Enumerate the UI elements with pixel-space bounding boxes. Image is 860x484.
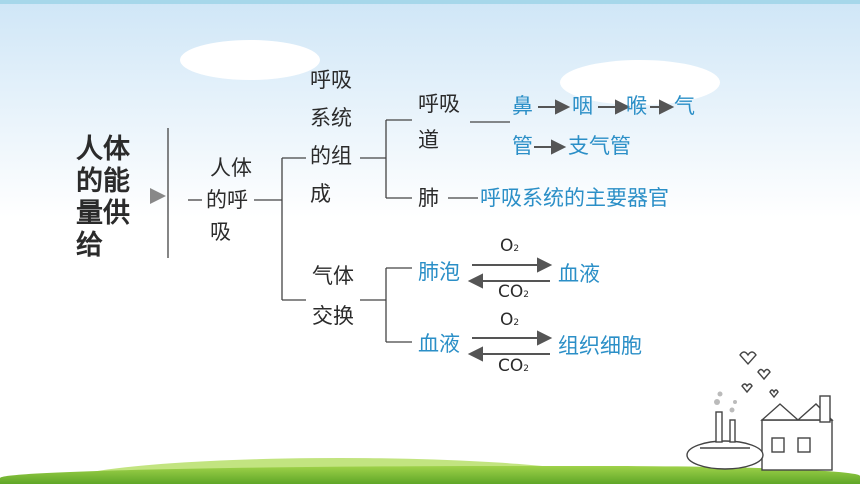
gas-subscript: 2 [523,290,529,300]
gas-label-bottom: CO2 [498,358,529,375]
gas-label-bottom: CO2 [498,284,529,301]
tract-line: 呼吸 [418,92,460,116]
gas-subscript: 2 [523,364,529,374]
grass-ground [0,466,860,484]
path-step: 喉 [626,94,647,118]
gas-subscript: 2 [513,244,520,254]
root-line: 量供 [76,198,130,229]
gas-symbol: CO [498,282,524,302]
gas-subscript: 2 [513,318,520,328]
respiration-line: 吸 [210,220,231,244]
path-step: 管 [512,134,533,158]
cloud [180,40,320,80]
gas-symbol: O [500,310,514,330]
lung-description: 呼吸系统的主要器官 [480,186,669,210]
root-line: 的能 [76,166,130,197]
system-line: 成 [310,182,331,206]
path-step: 鼻 [512,94,533,118]
exchange-right: 血液 [558,262,600,286]
path-step: 支气管 [568,134,631,158]
path-step: 咽 [572,94,593,118]
exchange-right: 组织细胞 [558,334,642,358]
root-line: 人体 [76,134,130,165]
gas-symbol: O [500,236,514,256]
respiration-line: 的呼 [206,188,248,212]
lung-node: 肺 [418,186,439,210]
exchange-line: 交换 [312,304,354,328]
gas-symbol: CO [498,356,524,376]
cloud [560,60,720,105]
root-marker [150,188,166,204]
tract-line: 道 [418,128,439,152]
gas-label-top: O2 [500,312,519,329]
system-line: 的组 [310,144,352,168]
path-step: 气 [674,94,695,118]
exchange-left: 血液 [418,332,460,356]
top-bar [0,0,860,4]
root-line: 给 [76,230,103,261]
respiration-line: 人体 [210,156,252,180]
system-line: 呼吸 [310,68,352,92]
exchange-left: 肺泡 [418,260,460,284]
exchange-line: 气体 [312,264,354,288]
gas-label-top: O2 [500,238,519,255]
system-line: 系统 [310,106,352,130]
